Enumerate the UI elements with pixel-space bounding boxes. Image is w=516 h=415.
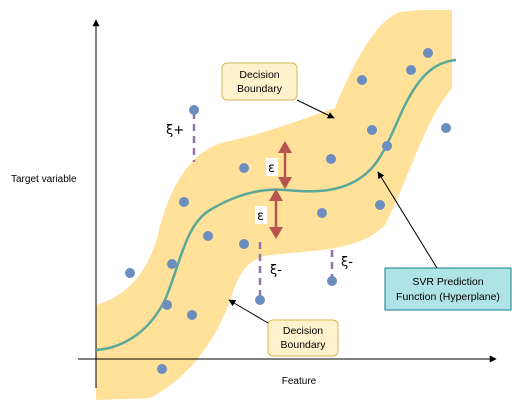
callout-box-boundary-top xyxy=(221,62,298,101)
data-point xyxy=(375,200,385,210)
callout-boundary-bottom-line1: Decision xyxy=(283,325,323,337)
epsilon-label-upper: ε xyxy=(268,161,275,176)
data-point xyxy=(441,123,451,133)
data-point xyxy=(406,65,416,75)
svr-regression-curve xyxy=(95,58,457,352)
data-point xyxy=(423,48,433,58)
data-point xyxy=(187,310,197,320)
callout-arrow-boundary-bottom xyxy=(228,299,269,324)
callout-arrow-svr-function xyxy=(377,171,438,269)
data-point xyxy=(203,231,213,241)
data-points xyxy=(125,48,451,374)
data-point xyxy=(317,208,327,218)
callout-box-svr-function xyxy=(384,267,512,311)
callout-box-boundary-bottom xyxy=(267,319,339,357)
xi-minus-label-left: ξ- xyxy=(270,263,282,278)
epsilon-label-lower: ε xyxy=(257,209,264,224)
xi-plus-label: ξ+ xyxy=(166,123,184,138)
data-point xyxy=(239,163,249,173)
data-point xyxy=(326,154,336,164)
callout-boundary-bottom-line2: Boundary xyxy=(281,339,327,351)
data-point xyxy=(255,295,265,305)
callout-svr-line2: Function (Hyperplane) xyxy=(396,291,500,303)
data-point xyxy=(167,259,177,269)
callout-arrow-boundary-top xyxy=(296,99,335,119)
data-point xyxy=(162,300,172,310)
data-point xyxy=(125,268,135,278)
data-point xyxy=(367,125,377,135)
epsilon-arrow-lower xyxy=(269,189,283,239)
data-point xyxy=(189,105,199,115)
epsilon-arrow-upper xyxy=(278,141,292,189)
data-point xyxy=(239,239,249,249)
data-point xyxy=(357,75,367,85)
callout-svr-line1: SVR Prediction xyxy=(412,276,483,288)
xi-minus-label-right: ξ- xyxy=(341,255,353,270)
callout-boundary-top-line2: Boundary xyxy=(237,83,283,95)
epsilon-tube-band xyxy=(96,10,452,400)
data-point xyxy=(382,141,392,151)
y-axis-label: Target variable xyxy=(11,174,77,185)
x-axis-label: Feature xyxy=(282,376,317,387)
data-point xyxy=(327,276,337,286)
data-point xyxy=(157,364,167,374)
data-point xyxy=(179,197,189,207)
callout-boundary-top-line1: Decision xyxy=(239,69,279,81)
